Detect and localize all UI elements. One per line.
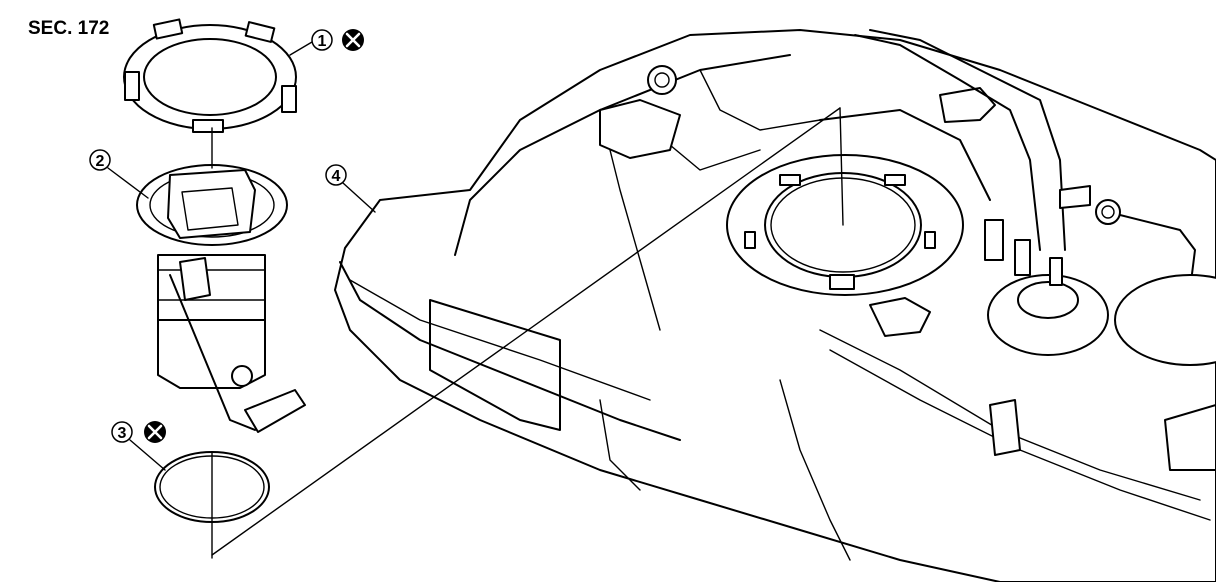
callout-2-number: 2: [96, 153, 105, 170]
callout-4-number: 4: [332, 168, 341, 185]
assembly-lines: [211, 107, 844, 559]
callout-3-number: 3: [118, 425, 127, 442]
fuel-tank: [334, 29, 1216, 582]
lock-ring: [123, 18, 297, 133]
callout-3: 3: [111, 421, 166, 471]
callout-4: 4: [325, 164, 376, 213]
x-circle-icon: [144, 421, 166, 443]
fuel-pump-assembly: [136, 164, 306, 433]
section-label: SEC. 172: [28, 18, 110, 39]
callout-2: 2: [89, 149, 149, 199]
callout-1-number: 1: [318, 33, 327, 50]
x-circle-icon: [342, 29, 364, 51]
tank-pipes: [854, 29, 1216, 366]
tank-pump-opening: [726, 154, 964, 296]
callout-1: 1: [289, 29, 364, 56]
